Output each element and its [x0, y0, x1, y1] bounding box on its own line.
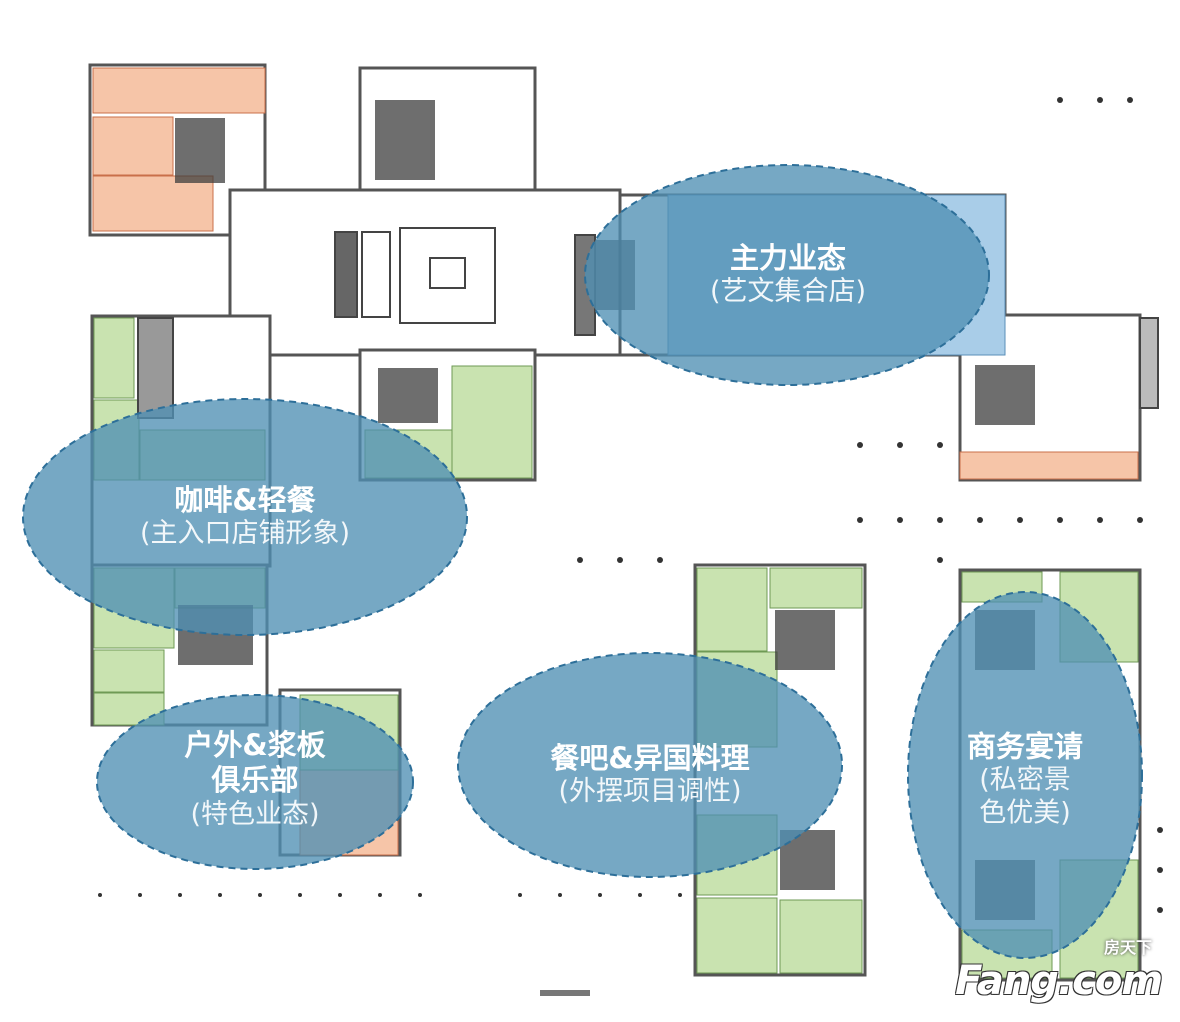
zone-title-anchor: 主力业态: [729, 240, 847, 275]
core-areas: [137, 227, 1159, 419]
zone-label-coffee: 咖啡&轻餐 (主入口店铺形象): [140, 483, 350, 551]
watermark-cn: 房天下: [1103, 938, 1152, 957]
zone-coffee-ellipse: [22, 398, 468, 636]
zone-label-anchor: 主力业态 (艺文集合店): [710, 241, 866, 309]
zone-subtitle-outdoor: (特色业态): [190, 798, 320, 830]
zone-title-outdoor: 户外&浆板 俱乐部: [184, 728, 326, 798]
zone-subtitle-coffee: (主入口店铺形象): [139, 518, 351, 550]
scale-marker: [540, 990, 590, 996]
zone-overlays: [22, 164, 1143, 959]
zone-subtitle-business: (私密景 色优美): [979, 764, 1071, 829]
column-grid: [98, 97, 1163, 913]
zone-dining-ellipse: [457, 652, 843, 878]
zone-label-dining: 餐吧&异国料理 (外摆项目调性): [550, 741, 749, 809]
zone-title-coffee: 咖啡&轻餐: [174, 482, 316, 517]
zone-subtitle-anchor: (艺文集合店): [709, 276, 867, 308]
watermark-en: Fang.com: [955, 958, 1163, 1004]
zone-outdoor-ellipse: [96, 694, 414, 870]
zone-label-outdoor: 户外&浆板 俱乐部 (特色业态): [184, 728, 325, 832]
zone-title-business: 商务宴请: [966, 729, 1084, 764]
zone-title-dining: 餐吧&异国料理: [550, 740, 750, 775]
zone-label-business: 商务宴请 (私密景 色优美): [967, 729, 1083, 830]
watermark: 房天下 Fang.com: [955, 934, 1163, 1004]
zone-subtitle-dining: (外摆项目调性): [558, 776, 742, 808]
zone-business-ellipse: [907, 591, 1143, 959]
zone-anchor-ellipse: [584, 164, 990, 386]
